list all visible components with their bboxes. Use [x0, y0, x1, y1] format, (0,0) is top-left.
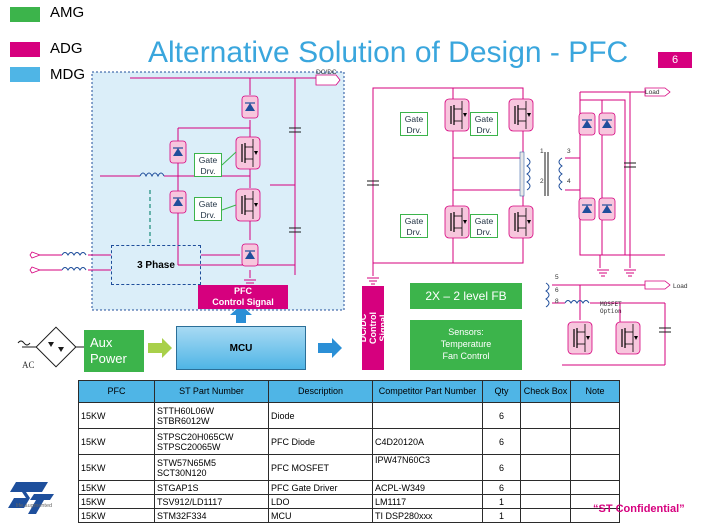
- three-phase-block: 3 Phase: [111, 245, 201, 285]
- table-cell: STTH60L06W STBR6012W: [154, 402, 269, 429]
- table-cell: STW57N65M5 SCT30N120: [154, 454, 269, 481]
- transformer-pin-4: 4: [567, 178, 571, 185]
- page-number-badge: 6: [658, 52, 692, 68]
- table-cell: MCU: [268, 508, 373, 523]
- table-row: 15KW STPSC20H065CW STPSC20065W PFC Diode…: [78, 428, 620, 455]
- table-cell: 6: [482, 402, 521, 429]
- column-header: Qty: [482, 380, 521, 403]
- logo-tagline: life.augmented: [16, 503, 53, 509]
- table-cell: [570, 454, 620, 481]
- table-row: 15KW STM32F334 MCU TI DSP280xxx 1: [78, 508, 620, 523]
- check-box-cell[interactable]: [520, 428, 571, 455]
- table-cell: [372, 402, 483, 429]
- table-row: 15KW STW57N65M5 SCT30N120 PFC MOSFET IPW…: [78, 454, 620, 481]
- full-bridge-label-block: 2X – 2 level FB: [410, 283, 522, 309]
- transformer-pin-5: 5: [555, 274, 559, 281]
- table-cell: 1: [482, 508, 521, 523]
- dcdc-control-signal-block: DC/DC Control Signal: [358, 286, 388, 370]
- dcdc-control-signal-label: DC/DC Control Signal: [358, 312, 388, 344]
- table-cell: TI DSP280xxx: [372, 508, 483, 523]
- table-header-row: PFC ST Part Number Description Competito…: [78, 380, 620, 403]
- page-title: Alternative Solution of Design - PFC: [148, 36, 629, 69]
- column-header: Competitor Part Number: [372, 380, 483, 403]
- mcu-block: MCU: [176, 326, 306, 370]
- table-cell: TSV912/LD1117: [154, 494, 269, 509]
- legend-label-amg: AMG: [50, 4, 85, 21]
- transformer-pin-3: 3: [567, 148, 571, 155]
- table-cell: [570, 480, 620, 495]
- mosfet-option-label: MOSFET Option: [600, 301, 622, 315]
- table-row: 15KW TSV912/LD1117 LDO LM1117 1: [78, 494, 620, 509]
- check-box-cell[interactable]: [520, 402, 571, 429]
- column-header: Description: [268, 380, 373, 403]
- table-cell: STM32F334: [154, 508, 269, 523]
- table-cell: STGAP1S: [154, 480, 269, 495]
- table-cell: PFC Diode: [268, 428, 373, 455]
- table-cell: IPW47N60C3: [372, 454, 483, 481]
- table-cell: 15KW: [78, 428, 155, 455]
- table-row: 15KW STTH60L06W STBR6012W Diode 6: [78, 402, 620, 429]
- table-cell: PFC Gate Driver: [268, 480, 373, 495]
- column-header: PFC: [78, 380, 155, 403]
- confidential-notice: “ST Confidential”: [593, 503, 685, 515]
- table-cell: STPSC20H065CW STPSC20065W: [154, 428, 269, 455]
- check-box-cell[interactable]: [520, 454, 571, 481]
- table-cell: LM1117: [372, 494, 483, 509]
- legend-label-mdg: MDG: [50, 66, 85, 83]
- load-label-top: Load: [645, 89, 660, 96]
- table-cell: 6: [482, 454, 521, 481]
- table-cell: 15KW: [78, 402, 155, 429]
- table-cell: Diode: [268, 402, 373, 429]
- transformer-pin-2: 2: [540, 178, 544, 185]
- column-header: Note: [570, 380, 620, 403]
- gate-driver-left-top: Gate Drv.: [194, 153, 222, 177]
- legend-swatch-mdg: [10, 67, 40, 82]
- ac-input-label: AC: [22, 360, 35, 370]
- parts-table: PFC ST Part Number Description Competito…: [78, 380, 620, 523]
- table-cell: [570, 402, 620, 429]
- table-cell: [570, 428, 620, 455]
- dcdc-output-tag: DC/DC: [316, 69, 337, 76]
- pfc-control-signal-block: PFC Control Signal: [198, 285, 288, 309]
- gate-driver-fb-bottom-right: Gate Drv.: [470, 214, 498, 238]
- gate-driver-left-bottom: Gate Drv.: [194, 197, 222, 221]
- table-cell: C4D20120A: [372, 428, 483, 455]
- table-cell: ACPL-W349: [372, 480, 483, 495]
- aux-power-block: Aux Power: [84, 330, 144, 372]
- sensors-block: Sensors: Temperature Fan Control: [410, 320, 522, 370]
- st-logo-icon: [8, 482, 54, 514]
- legend-swatch-adg: [10, 42, 40, 57]
- table-cell: PFC MOSFET: [268, 454, 373, 481]
- table-cell: [570, 508, 620, 523]
- table-cell: 15KW: [78, 494, 155, 509]
- table-cell: 15KW: [78, 508, 155, 523]
- check-box-cell[interactable]: [520, 508, 571, 523]
- table-cell: 15KW: [78, 480, 155, 495]
- gate-driver-fb-top-left: Gate Drv.: [400, 112, 428, 136]
- table-cell: LDO: [268, 494, 373, 509]
- transformer-pin-1: 1: [540, 148, 544, 155]
- legend-label-adg: ADG: [50, 40, 83, 57]
- check-box-cell[interactable]: [520, 480, 571, 495]
- table-cell: 6: [482, 480, 521, 495]
- legend-swatch-amg: [10, 7, 40, 22]
- column-header: ST Part Number: [154, 380, 269, 403]
- table-cell: 6: [482, 428, 521, 455]
- table-row: 15KW STGAP1S PFC Gate Driver ACPL-W349 6: [78, 480, 620, 495]
- table-cell: 15KW: [78, 454, 155, 481]
- transformer-pin-6: 6: [555, 287, 559, 294]
- column-header: Check Box: [520, 380, 571, 403]
- gate-driver-fb-bottom-left: Gate Drv.: [400, 214, 428, 238]
- gate-driver-fb-top-right: Gate Drv.: [470, 112, 498, 136]
- transformer-pin-8: 8: [555, 298, 559, 305]
- table-cell: 1: [482, 494, 521, 509]
- check-box-cell[interactable]: [520, 494, 571, 509]
- load-label-bottom: Load: [673, 283, 688, 290]
